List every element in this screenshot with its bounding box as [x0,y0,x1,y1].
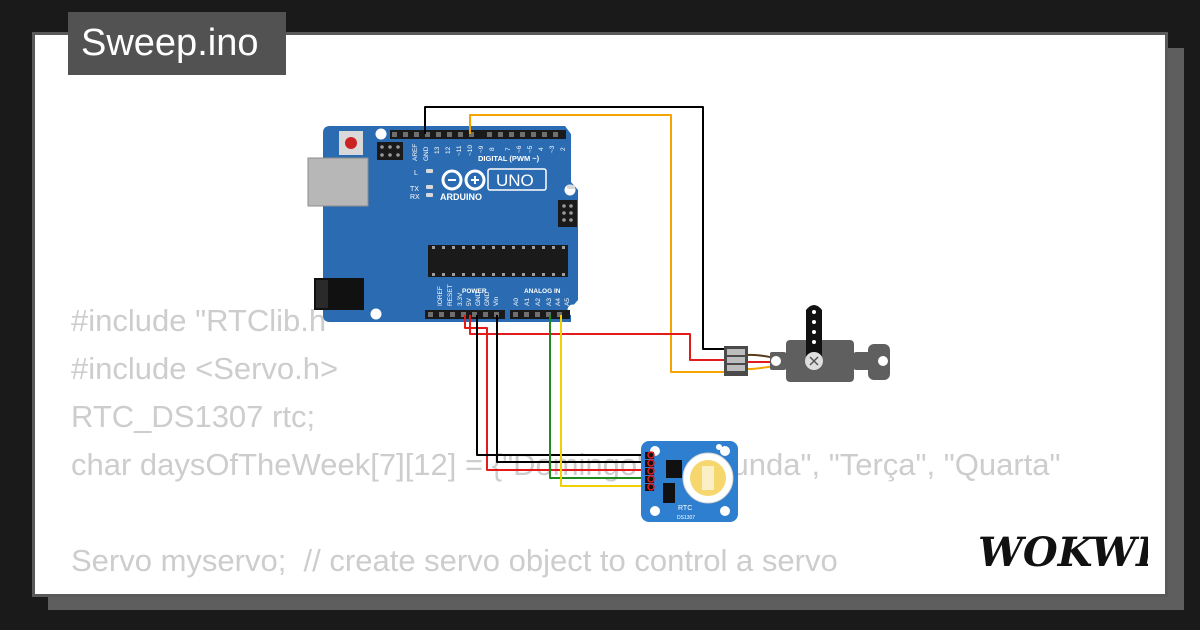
wire-5v-rtc[interactable] [464,315,650,471]
usb-port [307,157,369,207]
pin-label-ioref: IOREF [437,286,444,306]
servo-motor[interactable] [724,305,890,382]
pin-label-11: ~11 [456,145,463,156]
pin-label-3: ~3 [549,145,556,153]
pin-label-10: ~10 [467,145,474,156]
pin-label-5v: 5V [466,297,473,306]
wire-scl-rtc[interactable] [560,315,650,487]
pin-label-13: 13 [434,146,441,154]
led-label-on: ON [579,186,590,193]
pin-label-a3: A3 [546,298,553,306]
board-brand: ARDUINO [440,192,482,202]
wire-gnd-servo[interactable] [424,106,724,350]
code-preview: #include "RTClib.h" #include <Servo.h> RTC… [71,297,1061,594]
power-header-label: POWER [462,288,487,295]
pin-label-a4: A4 [555,298,562,306]
pin-label-3v3: 3.3V [457,292,464,306]
wire-gnd-rtc-1[interactable] [476,315,650,456]
rtc-label: RTC [678,505,692,512]
pin-label-a5: A5 [564,298,571,306]
star-icon [716,444,722,450]
pin-label-gnd2: GND [484,291,491,306]
board-model: UNO [496,171,534,190]
code-line-4: char daysOfTheWeek[7][12] = {"Domingo", … [71,447,1061,482]
code-line-6: Servo myservo; // create servo object to… [71,543,838,578]
led-rx [426,193,433,197]
pin-label-8: 8 [489,147,496,151]
code-line-1: #include "RTClib.h" [71,303,338,338]
simulation-canvas[interactable]: #include "RTClib.h" #include <Servo.h> RTC… [32,32,1168,597]
pin-label-vin: Vin [493,296,500,306]
pin-label-5: ~5 [527,145,534,153]
rtc-part-number: DS1307 [677,515,695,521]
pin-label-gnd1: GND [475,291,482,306]
rtc-ds1307-module[interactable]: RTC DS1307 [641,441,738,522]
wire-signal-servo[interactable] [469,114,724,373]
project-title: Sweep.ino [68,12,286,75]
pin-label-12: 12 [445,146,452,154]
pin-label-a1: A1 [524,298,531,306]
analog-header-label: ANALOG IN [524,288,561,295]
pin-label-gnd: GND [423,146,430,161]
wire-sda-rtc[interactable] [549,315,650,479]
led-label-l: L [414,170,418,177]
pin-label-a0: A0 [513,298,520,306]
rtc-chip [666,460,682,478]
wokwi-logo-text: WOKWI [978,529,1148,576]
pin-label-2: 2 [560,147,567,151]
code-line-7: // twelve servo objects can be created o… [71,585,1061,594]
servo-horn[interactable] [806,305,822,365]
microcontroller-chip [428,245,568,277]
led-l [426,169,433,173]
pin-label-a2: A2 [535,298,542,306]
pin-label-reset: RESET [447,284,454,306]
code-line-3: RTC_DS1307 rtc; [71,399,316,434]
pin-label-9: ~9 [478,145,485,153]
code-line-2: #include <Servo.h> [71,351,339,386]
pin-label-6: ~6 [516,145,523,153]
pin-label-4: 4 [538,147,545,151]
digital-header-label: DIGITAL (PWM ~) [478,154,540,163]
led-on [567,185,575,189]
wire-gnd-rtc-2[interactable] [496,315,650,463]
digital-header [390,130,566,139]
pin-label-aref: AREF [412,144,419,161]
pin-label-7: 7 [505,147,512,151]
led-label-tx: TX [410,186,419,193]
led-tx [426,185,433,189]
arduino-uno[interactable]: AREF GND 13 12 ~11 ~10 ~9 8 7 ~6 ~5 4 ~3… [307,126,590,322]
led-label-rx: RX [410,194,420,201]
arduino-logo-icon [441,169,486,191]
wokwi-logo-icon: WOKWI [978,529,1148,576]
